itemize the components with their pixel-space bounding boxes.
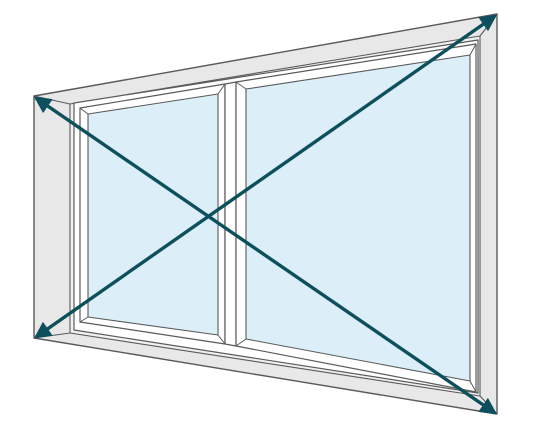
diagonal-arrow-bottom-left-to-top-right	[33, 14, 498, 339]
glass-pane-left	[87, 93, 219, 336]
glass-pane-right	[245, 54, 471, 382]
window-mullion	[224, 81, 237, 347]
